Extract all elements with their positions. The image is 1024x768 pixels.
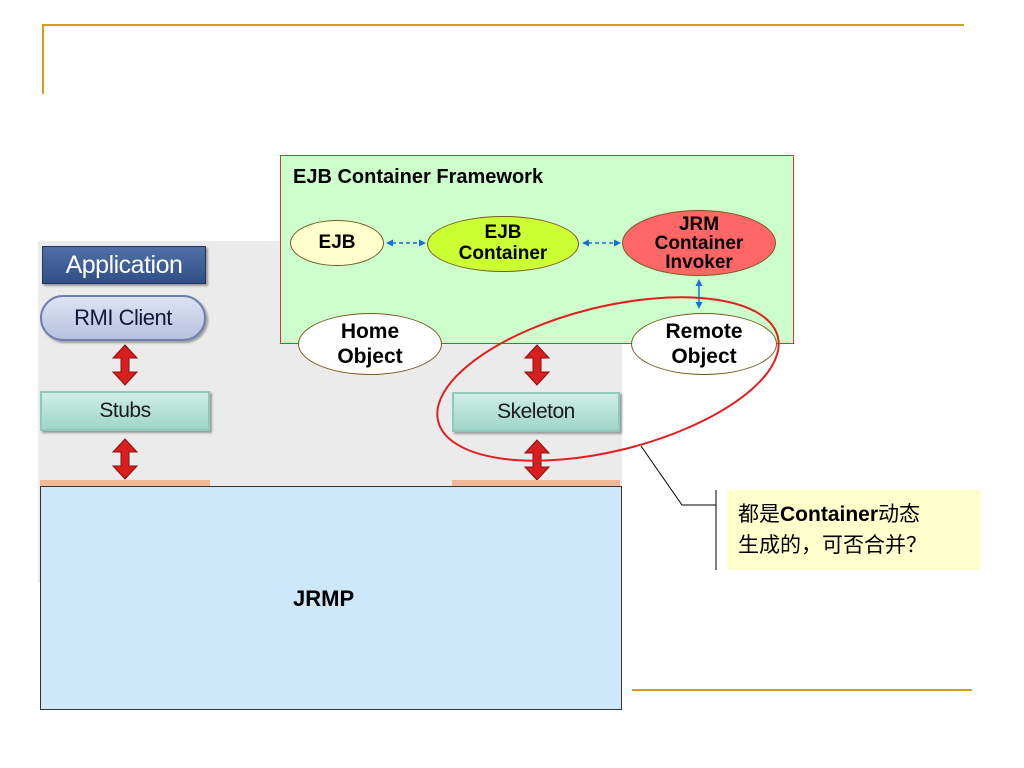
note-line-1: 都是Container动态 (738, 499, 971, 530)
ejb-container-node: EJB Container (427, 216, 579, 272)
callout-note: 都是Container动态 生成的，可否合并？ (727, 490, 981, 570)
note-suffix: 动态 (878, 502, 921, 526)
home-object-label: Home Object (337, 319, 403, 368)
skeleton-label: Skeleton (497, 400, 575, 423)
ejb-node: EJB (290, 220, 384, 266)
client-transport-strip (40, 480, 210, 490)
client-stubs-arrow-icon (111, 344, 139, 386)
ejb-node-label: EJB (318, 231, 356, 253)
jrm-container-invoker-label: JRM Container Invoker (654, 213, 744, 273)
stubs-transport-arrow-icon (111, 438, 139, 480)
note-emphasis: Container (780, 503, 879, 526)
highlight-ellipse (436, 296, 780, 462)
top-rule (42, 24, 964, 26)
bottom-rule (632, 689, 972, 691)
container-invoker-connector (582, 239, 621, 247)
stubs-box: Stubs (40, 391, 210, 431)
ejb-container-node-label: EJB Container (458, 222, 548, 264)
object-skeleton-arrow-icon (523, 344, 551, 386)
note-line-2: 生成的，可否合并？ (738, 533, 927, 557)
stubs-label: Stubs (99, 399, 151, 422)
jrmp-box (40, 486, 622, 710)
ejb-container-connector (386, 239, 426, 247)
application-label: Application (65, 250, 183, 279)
invoker-remote-connector (695, 279, 703, 309)
callout-leader-line (640, 445, 716, 506)
skeleton-box: Skeleton (452, 392, 620, 432)
remote-object-label: Remote Object (665, 319, 743, 368)
ejb-framework-title: EJB Container Framework (293, 166, 544, 188)
server-transport-strip (452, 480, 620, 490)
left-rule (42, 24, 44, 94)
application-box: Application (42, 246, 206, 284)
jrmp-label: JRMP (293, 586, 355, 611)
home-object-node: Home Object (298, 313, 442, 375)
remote-object-node: Remote Object (631, 313, 777, 375)
rmi-client-label: RMI Client (74, 305, 172, 330)
jrm-container-invoker-node: JRM Container Invoker (622, 210, 776, 276)
note-prefix: 都是 (738, 502, 780, 526)
rmi-client-box: RMI Client (40, 295, 206, 341)
